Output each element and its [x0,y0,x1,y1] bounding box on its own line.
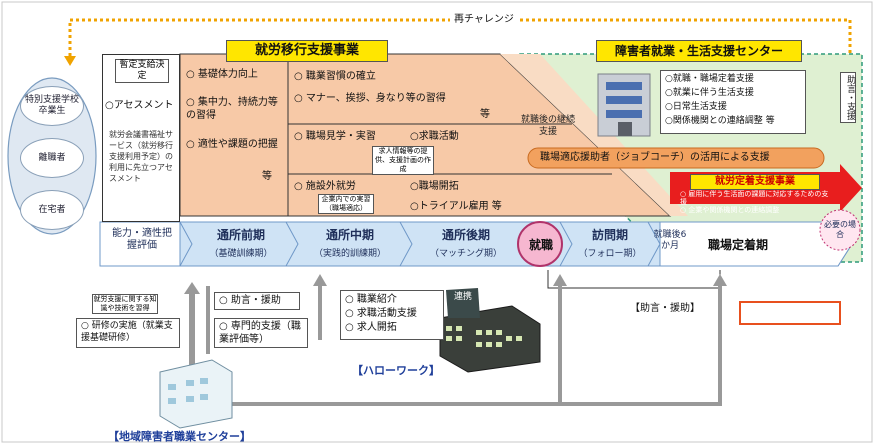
phase-mid-name: 通所中期 [325,228,374,242]
regional-left-item: ○ 研修の実施（就業支援基礎研修） [81,321,173,343]
center-side-note: 助言・支援 [840,72,856,123]
employment-circle [517,221,563,267]
regional-right-item-1-box: ○ 助言・援助 [214,292,300,310]
center-item-2: ○就業に伴う生活支援 [665,88,754,98]
necessary-circle [819,209,861,251]
program-col2-top-tail: 等 [480,109,490,120]
regional-left-item-box: ○ 研修の実施（就業支援基礎研修） [76,318,180,348]
phase-early-sub: （基礎訓練期） [209,249,273,259]
center-item-1: ○就職・職場定着支援 [665,74,754,84]
phase-first: 能力・適性把握評価 [112,228,172,251]
center-title: 障害者就業・生活支援センター [596,40,802,62]
phase-follow-sub: （フォロー期） [578,249,642,259]
retention-item-1: ○ 雇用に伴う生活面の課題に対応するための支援 [680,190,829,206]
center-item-4: ○関係機関との連絡調整 等 [665,116,775,126]
regional-left-note: 就労支援に関する知識や技術を習得 [92,294,158,314]
program-col2-top-1: ○ 職業習慣の確立 [294,71,376,82]
regional-right-item-2-box: ○ 専門的支援（職業評価等） [214,318,308,348]
hellowork-link: 連携 [453,292,472,302]
necessary-label: 必要の場合 [824,220,856,239]
retention-item-2: ○ 企業や関係機関との連絡調整 [680,206,780,214]
phase-mid-sub: （実践的訓練期） [313,249,386,259]
assessment-label: ○アセスメント [105,100,174,111]
link-badge-bg [446,288,480,318]
center-building-icon [597,73,651,137]
after-support-region [500,54,688,216]
target-item-separated: 離職者 [20,138,84,178]
regional-center-label: 【地域障害者職業センター】 [108,430,251,443]
hellowork-item-2: ○ 求職活動支援 [345,308,417,319]
center-item-3: ○日常生活支援 [665,102,727,112]
target-item-homebound: 在宅者 [20,190,84,230]
phase-early-name: 通所前期 [216,228,265,242]
regional-right-item-1: ○ 助言・援助 [219,295,281,306]
blank-red-box [739,301,841,325]
employment-label: 就職 [528,238,553,252]
retention-title: 就労定着支援事業 [690,174,820,190]
program-col2-mid-1: ○ 職場見学・実習 [294,131,376,142]
program-col2-bot-1: ○ 施設外就労 [294,181,356,192]
program-col2-bot-2: ○職場開拓 [410,181,459,192]
program-col1-tail: 等 [262,171,272,182]
program-col2-mid-note: 求人情報等の提供、支援計画の作成 [372,146,434,175]
hellowork-items: ○ 職業紹介 ○ 求職活動支援 ○ 求人開拓 [340,290,444,340]
program-col1-item-3: ○ 適性や課題の把握 [186,139,278,150]
six-month-label: 就職後6か月 [653,230,687,251]
regional-right-item-2: ○ 専門的支援（職業評価等） [219,321,301,345]
hellowork-building-icon [439,305,541,373]
program-col2-mid-2: ○求職活動 [410,131,459,142]
jobcoach-label: 職場適応援助者（ジョブコーチ）の活用による支援 [540,152,770,163]
rechallenge-label: 再チャレンジ [450,13,518,26]
regional-center-building-icon [159,359,233,429]
program-col2-top-2: ○ マナー、挨拶、身なり等の習得 [294,93,446,104]
rechallenge-arrowhead [64,56,76,66]
assessment-desc: 就労会議書福祉サービス（就労移行支援利用予定）の利用に先立つアセスメント [109,130,173,183]
program-col1-item-1: ○ 基礎体力向上 [186,69,258,80]
retention-period-label: 職場定着期 [708,238,769,252]
target-item-students: 特別支援学校卒業生 [20,86,84,126]
phase-late-sub: （マッチング期） [429,249,502,259]
hellowork-item-3: ○ 求人開拓 [345,322,397,333]
program-col2-bot-note: 企業内での実習（職場適応） [318,194,374,214]
hellowork-label: 【ハローワーク】 [352,364,440,377]
assessment-column: 暫定支給決定 ○アセスメント 就労会議書福祉サービス（就労移行支援利用予定）の利… [102,54,180,222]
support-note: 【助言・援助】 [630,303,700,314]
jobcoach-banner [527,147,825,169]
program-title: 就労移行支援事業 [226,40,388,62]
phase-late-name: 通所後期 [441,228,490,242]
provisional-decision: 暫定支給決定 [115,59,169,83]
program-col1-item-2: ○ 集中力、持続力等の習得 [186,97,278,121]
phase-follow-name: 訪問期 [591,228,628,242]
after-support-label: 就職後の継続支援 [520,115,575,137]
program-col2-bot-3: ○トライアル雇用 等 [410,201,502,212]
center-items: ○就職・職場定着支援 ○就業に伴う生活支援 ○日常生活支援 ○関係機関との連絡調… [660,70,806,134]
hellowork-item-1: ○ 職業紹介 [345,294,397,305]
